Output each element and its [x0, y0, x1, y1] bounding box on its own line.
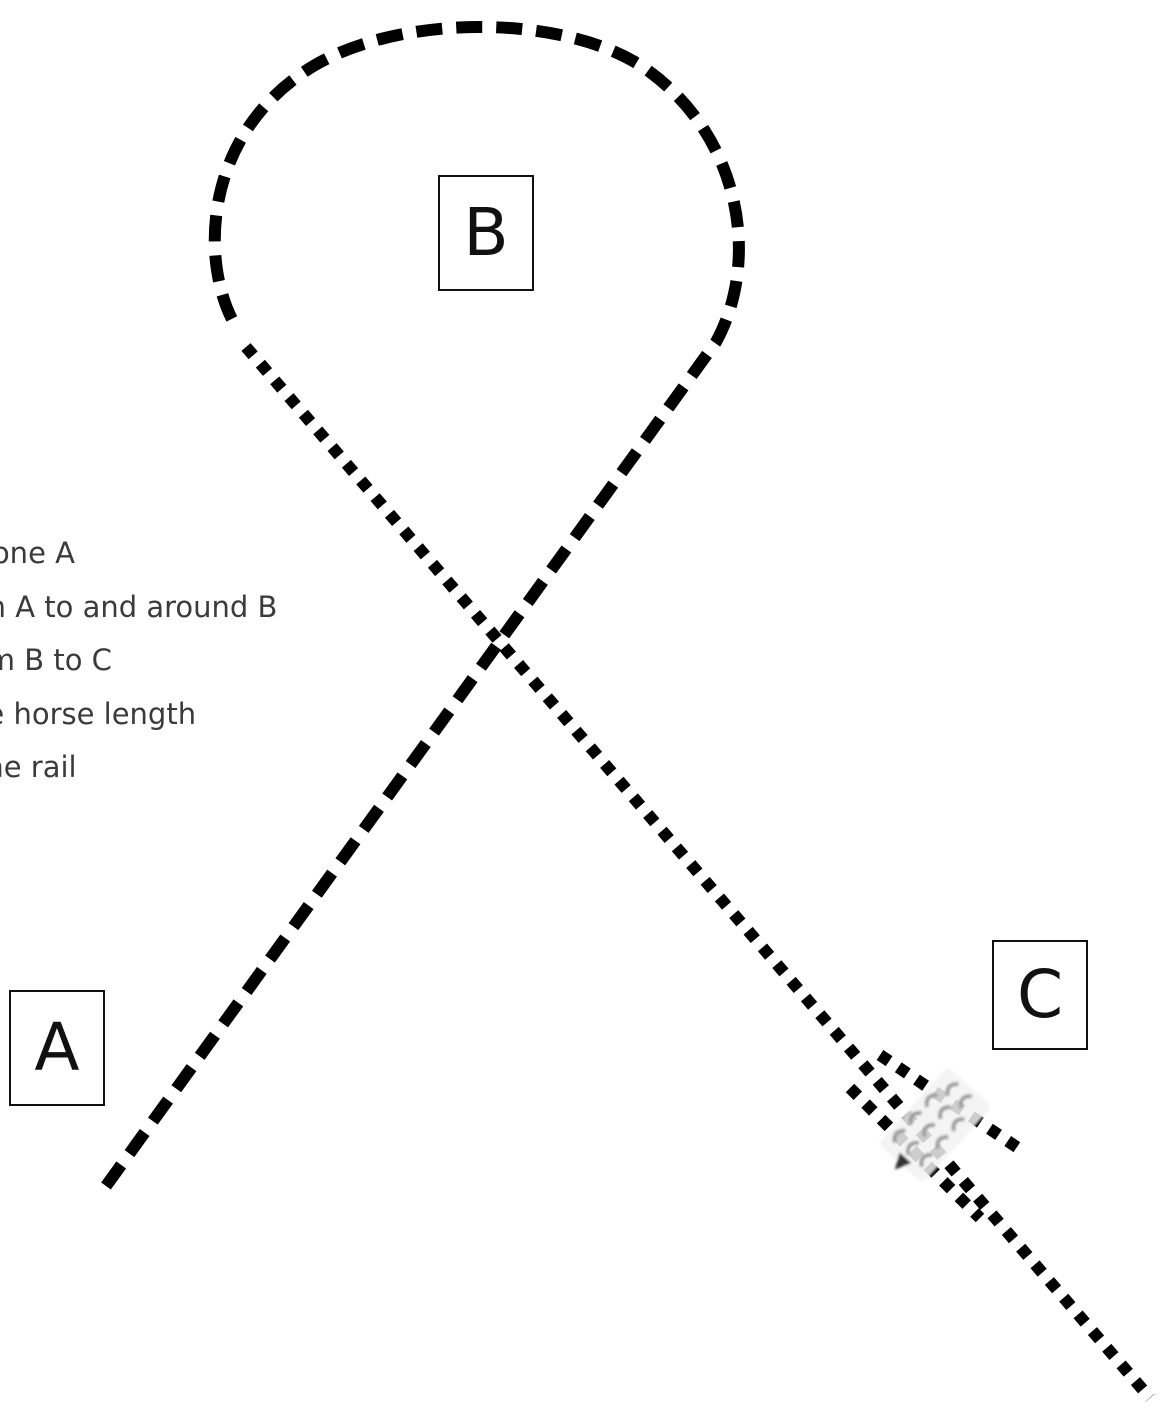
- instruction-list: cone A om A to and around B om B to C ne…: [0, 527, 277, 795]
- cone-c-marker: C: [992, 940, 1088, 1050]
- instruction-item: cone A: [0, 536, 75, 570]
- cone-a-marker: A: [9, 990, 105, 1106]
- instruction-item: ne horse length: [0, 696, 197, 731]
- path-a-to-b: [101, 21, 745, 1190]
- instruction-item: om B to C: [0, 643, 112, 677]
- rail-line-upper: [876, 1050, 1028, 1157]
- arrow-head: [894, 1152, 912, 1170]
- cone-c-label: C: [1016, 956, 1064, 1033]
- instruction-item: the rail: [0, 750, 77, 784]
- path-b-to-c: [241, 343, 1155, 1402]
- cone-b-marker: B: [438, 175, 534, 291]
- cone-b-label: B: [463, 194, 509, 271]
- cone-a-label: A: [34, 1009, 80, 1086]
- horse-direction-icon: [880, 1068, 990, 1182]
- instruction-item: om A to and around B: [0, 589, 278, 624]
